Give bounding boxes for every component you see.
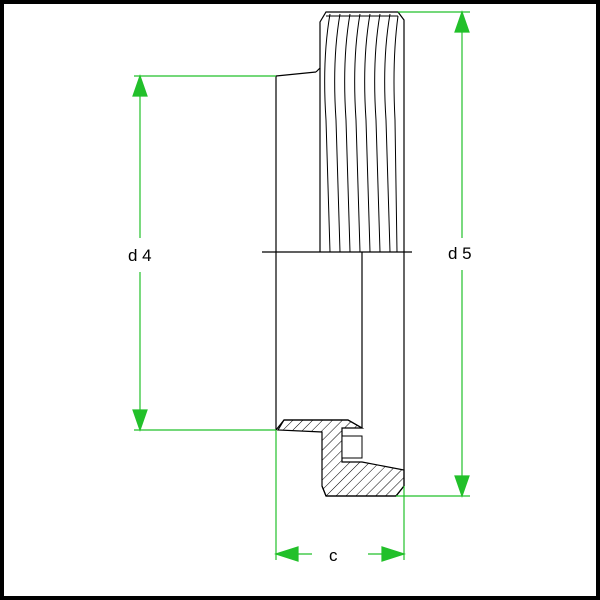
- d5-arrow-top: [454, 10, 470, 33]
- d5-label: d 5: [448, 244, 472, 263]
- c-label: c: [329, 546, 338, 565]
- dimension-lines: [132, 10, 470, 562]
- thread-lines: [324, 13, 399, 253]
- d4-label: d 4: [128, 246, 152, 265]
- c-arrow-right: [381, 546, 406, 562]
- d5-arrow-bottom: [454, 475, 470, 498]
- hatched-section: [276, 419, 405, 497]
- c-arrow-left: [274, 546, 299, 562]
- d4-arrow-bottom: [132, 409, 148, 432]
- d4-arrow-top: [132, 74, 148, 97]
